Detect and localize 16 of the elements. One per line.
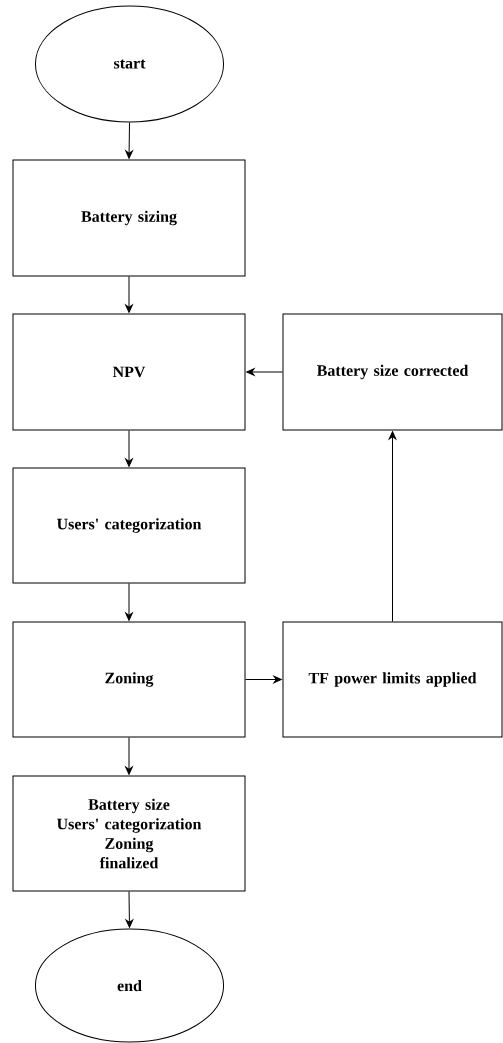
arrow [388, 431, 397, 622]
process-box: Users' categorization [12, 467, 246, 584]
process-box: Battery size Users' categorization Zoning finalized [12, 775, 246, 892]
arrow [125, 122, 133, 159]
arrow [125, 276, 133, 313]
process-box: Battery sizing [12, 159, 246, 277]
process-box: NPV [12, 313, 246, 431]
arrow [125, 430, 133, 467]
process-box: Zoning [12, 621, 246, 738]
arrow [245, 675, 282, 684]
arrow [246, 368, 283, 376]
arrow [125, 583, 133, 621]
process-box: Battery size corrected [282, 313, 503, 431]
arrow [125, 737, 133, 775]
arrow [125, 891, 134, 928]
process-box: TF power limits applied [282, 621, 503, 738]
